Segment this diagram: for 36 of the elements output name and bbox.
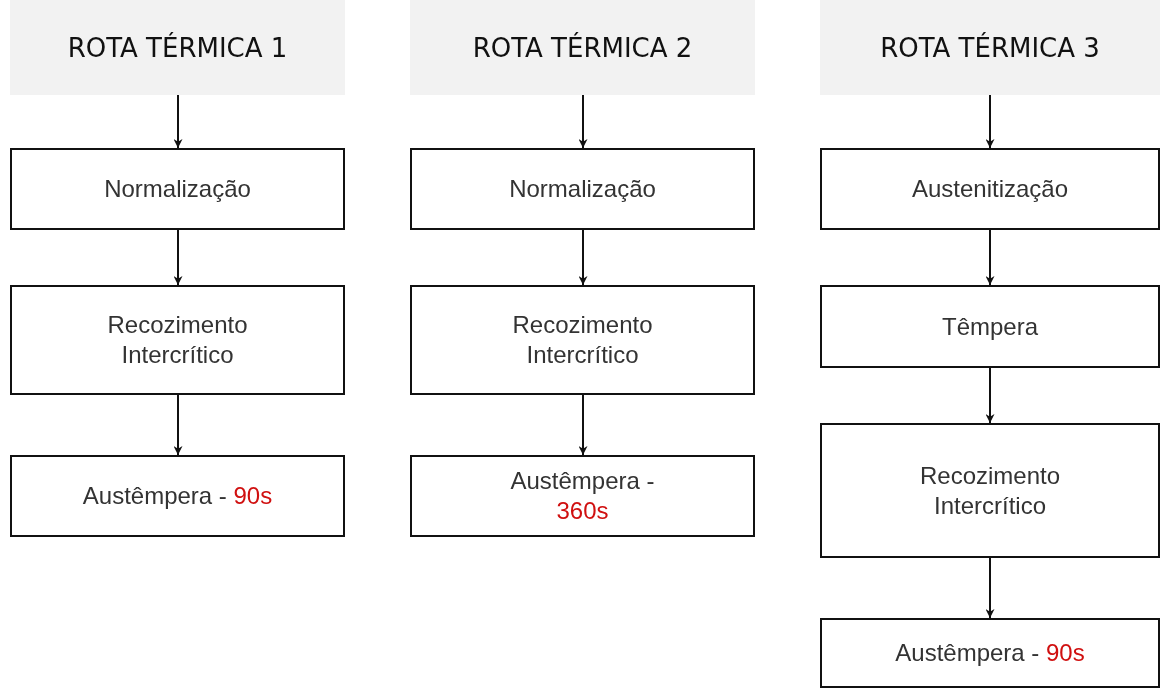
arrow — [173, 394, 183, 456]
arrow — [985, 229, 995, 286]
process-label: Normalização — [509, 174, 656, 204]
process-box — [820, 148, 1160, 230]
arrow — [985, 94, 995, 149]
process-box — [410, 148, 755, 230]
route-header-band — [10, 0, 345, 95]
arrow — [578, 94, 588, 149]
process-label: Austêmpera - 360s — [509, 466, 656, 526]
process-box — [820, 423, 1160, 558]
process-box — [10, 455, 345, 537]
route-title: ROTA TÉRMICA 3 — [880, 32, 1100, 63]
arrow — [578, 394, 588, 456]
process-label: Austêmpera - 90s — [82, 481, 273, 511]
route-title: ROTA TÉRMICA 1 — [67, 32, 288, 63]
process-label: Recozimento Intercrítico — [511, 310, 654, 370]
route-header-band — [820, 0, 1160, 95]
arrow — [173, 229, 183, 286]
process-box — [10, 148, 345, 230]
arrow — [985, 367, 995, 424]
process-box — [820, 618, 1160, 688]
route-header-band — [410, 0, 755, 95]
arrow — [985, 557, 995, 619]
process-label: Recozimento Intercrítico — [106, 310, 249, 370]
process-box — [410, 455, 755, 537]
process-label: Normalização — [104, 174, 251, 204]
process-label: Têmpera — [941, 311, 1038, 342]
process-box — [410, 285, 755, 395]
arrow — [578, 229, 588, 286]
process-box — [820, 285, 1160, 368]
process-label: Austenitização — [911, 174, 1069, 204]
route-title: ROTA TÉRMICA 2 — [472, 32, 693, 63]
process-box — [10, 285, 345, 395]
arrow — [173, 94, 183, 149]
process-label: Recozimento Intercrítico — [918, 460, 1062, 521]
process-label: Austêmpera - 90s — [895, 638, 1085, 668]
